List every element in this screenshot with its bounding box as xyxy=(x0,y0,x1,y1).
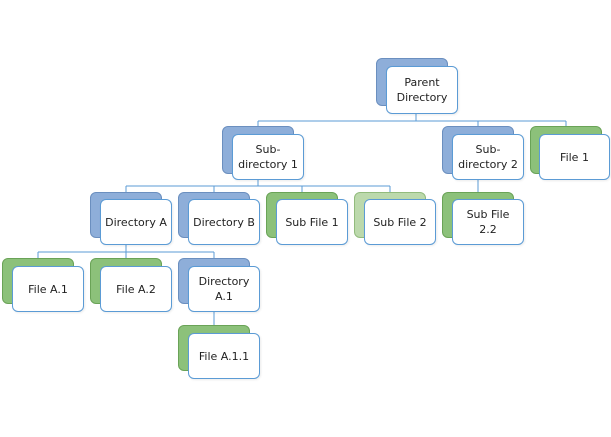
node-sub-file-2-2[interactable]: Sub File 2.2 xyxy=(442,192,526,246)
node-file-1-label: File 1 xyxy=(539,134,610,180)
node-sub-file-2-2-label: Sub File 2.2 xyxy=(452,199,524,245)
node-directory-a-1[interactable]: Directory A.1 xyxy=(178,258,262,313)
node-sub-directory-2[interactable]: Sub-directory 2 xyxy=(442,126,526,182)
node-sub-directory-2-label: Sub-directory 2 xyxy=(452,134,524,180)
node-sub-directory-1-label: Sub-directory 1 xyxy=(232,134,304,180)
node-parent-directory-label: Parent Directory xyxy=(386,66,458,114)
node-file-a-1-1-label: File A.1.1 xyxy=(188,333,260,379)
node-sub-file-2[interactable]: Sub File 2 xyxy=(354,192,438,246)
node-file-a-1-1[interactable]: File A.1.1 xyxy=(178,325,262,380)
node-directory-b-label: Directory B xyxy=(188,199,260,245)
node-parent-directory[interactable]: Parent Directory xyxy=(376,58,460,115)
node-sub-file-1-label: Sub File 1 xyxy=(276,199,348,245)
node-sub-file-2-label: Sub File 2 xyxy=(364,199,436,245)
node-file-a-2[interactable]: File A.2 xyxy=(90,258,174,313)
node-directory-b[interactable]: Directory B xyxy=(178,192,262,246)
node-directory-a-1-label: Directory A.1 xyxy=(188,266,260,312)
node-sub-file-1[interactable]: Sub File 1 xyxy=(266,192,350,246)
node-file-a-2-label: File A.2 xyxy=(100,266,172,312)
node-sub-directory-1[interactable]: Sub-directory 1 xyxy=(222,126,306,182)
node-file-a-1[interactable]: File A.1 xyxy=(2,258,84,313)
node-directory-a-label: Directory A xyxy=(100,199,172,245)
node-directory-a[interactable]: Directory A xyxy=(90,192,174,246)
connector-parent xyxy=(257,112,567,126)
node-file-a-1-label: File A.1 xyxy=(12,266,84,312)
connector-dirA xyxy=(37,244,215,258)
node-file-1[interactable]: File 1 xyxy=(530,126,610,181)
